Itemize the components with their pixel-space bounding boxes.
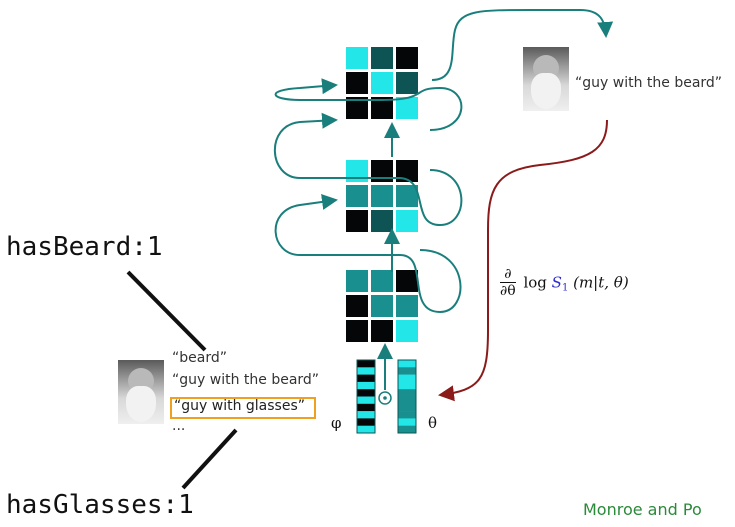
arrow-to-speaker-image xyxy=(431,9,614,81)
vector-cell xyxy=(357,374,375,383)
gradient-arrow xyxy=(438,119,608,402)
grid-cell xyxy=(346,160,368,182)
beard-feature-link xyxy=(126,270,207,352)
grid-cell xyxy=(346,270,368,292)
grid-cell xyxy=(371,295,393,317)
gradient-formula: ∂ ∂θ log S1 (m|t, θ) xyxy=(500,266,629,299)
S-subscript: 1 xyxy=(561,282,569,294)
speaker-photo xyxy=(523,47,569,111)
grid-cell xyxy=(396,185,418,207)
vector-cell xyxy=(398,396,416,405)
loop-middle-to-top xyxy=(273,112,463,227)
vector-frame xyxy=(356,359,376,434)
S-arguments: (m|t, θ) xyxy=(573,273,629,292)
grid-cell xyxy=(346,185,368,207)
highlight-box xyxy=(170,397,316,419)
target-caption: “guy with the beard” xyxy=(575,75,723,91)
vector-cell xyxy=(398,389,416,397)
vector-cell xyxy=(357,367,375,375)
glasses-feature-link xyxy=(181,428,238,490)
weight-grid-top xyxy=(346,47,418,119)
vector-cell xyxy=(398,425,416,434)
loop-bottom-to-middle xyxy=(274,194,462,314)
vector-cell xyxy=(398,418,416,426)
beard-shape xyxy=(126,386,156,422)
theta-label: θ xyxy=(428,414,438,432)
vector-cell xyxy=(398,403,416,412)
vector-cell xyxy=(357,403,375,412)
vector-cell xyxy=(357,389,375,397)
theta-vector xyxy=(397,359,417,434)
grid-cell xyxy=(396,270,418,292)
vector-cell xyxy=(357,411,375,419)
vector-frame xyxy=(397,359,417,434)
grid-cell xyxy=(346,97,368,119)
grid-cell xyxy=(396,72,418,94)
grid-cell xyxy=(371,97,393,119)
vector-cell xyxy=(357,418,375,426)
grid-cell xyxy=(371,210,393,232)
elementwise-product-dot xyxy=(383,396,387,400)
vector-cell xyxy=(357,360,375,368)
grid-cell xyxy=(396,295,418,317)
utterance-beard: “beard” xyxy=(172,350,227,366)
grid-cell xyxy=(346,210,368,232)
partial-fraction: ∂ ∂θ xyxy=(500,266,516,299)
grid-cell xyxy=(396,210,418,232)
utterance-ellipsis: ... xyxy=(172,418,186,434)
grid-cell xyxy=(346,72,368,94)
grid-cell xyxy=(396,97,418,119)
candidate-photo xyxy=(118,360,164,424)
has-glasses-feature: hasGlasses:1 xyxy=(6,490,194,520)
grid-cell xyxy=(371,72,393,94)
utterance-guy-with-glasses: “guy with glasses” xyxy=(174,398,306,414)
vector-cell xyxy=(398,360,416,368)
has-beard-feature: hasBeard:1 xyxy=(6,232,163,262)
phi-label: φ xyxy=(331,414,342,432)
grid-cell xyxy=(396,320,418,342)
grid-cell xyxy=(346,320,368,342)
grid-cell xyxy=(371,185,393,207)
beard-shape xyxy=(531,73,561,109)
grid-cell xyxy=(371,47,393,69)
vector-cell xyxy=(357,381,375,390)
vector-cell xyxy=(398,381,416,390)
grid-cell xyxy=(346,295,368,317)
phi-vector xyxy=(356,359,376,434)
grid-cell xyxy=(396,47,418,69)
grid-cell xyxy=(371,160,393,182)
loop-top-to-top-right xyxy=(274,78,463,131)
weight-grid-bottom xyxy=(346,270,418,342)
credit-text: Monroe and Po xyxy=(583,500,702,519)
grid-cell xyxy=(371,270,393,292)
vector-cell xyxy=(398,367,416,375)
partial-denominator: ∂θ xyxy=(500,283,516,299)
grid-cell xyxy=(396,160,418,182)
weight-grid-middle xyxy=(346,160,418,232)
vector-cell xyxy=(398,411,416,419)
vector-cell xyxy=(357,396,375,405)
grid-cell xyxy=(346,47,368,69)
S-symbol: S xyxy=(551,273,562,292)
vector-cell xyxy=(357,425,375,434)
log-text: log xyxy=(523,273,547,292)
utterance-guy-with-beard: “guy with the beard” xyxy=(172,372,320,388)
grid-cell xyxy=(371,320,393,342)
partial-numerator: ∂ xyxy=(500,266,516,283)
vector-cell xyxy=(398,374,416,383)
